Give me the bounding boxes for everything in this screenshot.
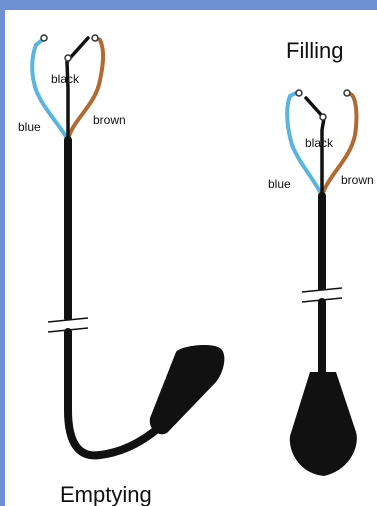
cable — [64, 328, 166, 460]
terminal-icon — [295, 89, 303, 97]
brown-wire-label: brown — [341, 173, 374, 187]
black-wire — [304, 96, 326, 198]
brown-wire-label: brown — [93, 113, 126, 127]
cable-break — [304, 290, 340, 300]
terminal-icon — [40, 34, 48, 42]
emptying-caption: Emptying — [60, 482, 152, 506]
brown-wire — [320, 91, 359, 198]
filling-caption: Filling — [286, 38, 343, 63]
blue-wire-label: blue — [268, 177, 291, 191]
brown-wire — [66, 36, 105, 142]
blue-wire — [30, 38, 70, 142]
terminal-icon — [319, 113, 327, 121]
terminal-icon — [64, 54, 72, 62]
filling-switch — [285, 89, 359, 476]
black-wire — [65, 36, 90, 142]
emptying-switch — [30, 34, 225, 460]
blue-wire-label: blue — [18, 120, 41, 134]
cable-break — [50, 320, 86, 330]
float-body — [289, 372, 357, 476]
blue-wire — [285, 91, 324, 198]
terminal-icon — [343, 89, 351, 97]
black-wire-label: black — [305, 136, 334, 150]
terminal-icon — [91, 34, 99, 42]
black-wire-label: black — [51, 72, 80, 86]
float-body — [149, 345, 225, 435]
